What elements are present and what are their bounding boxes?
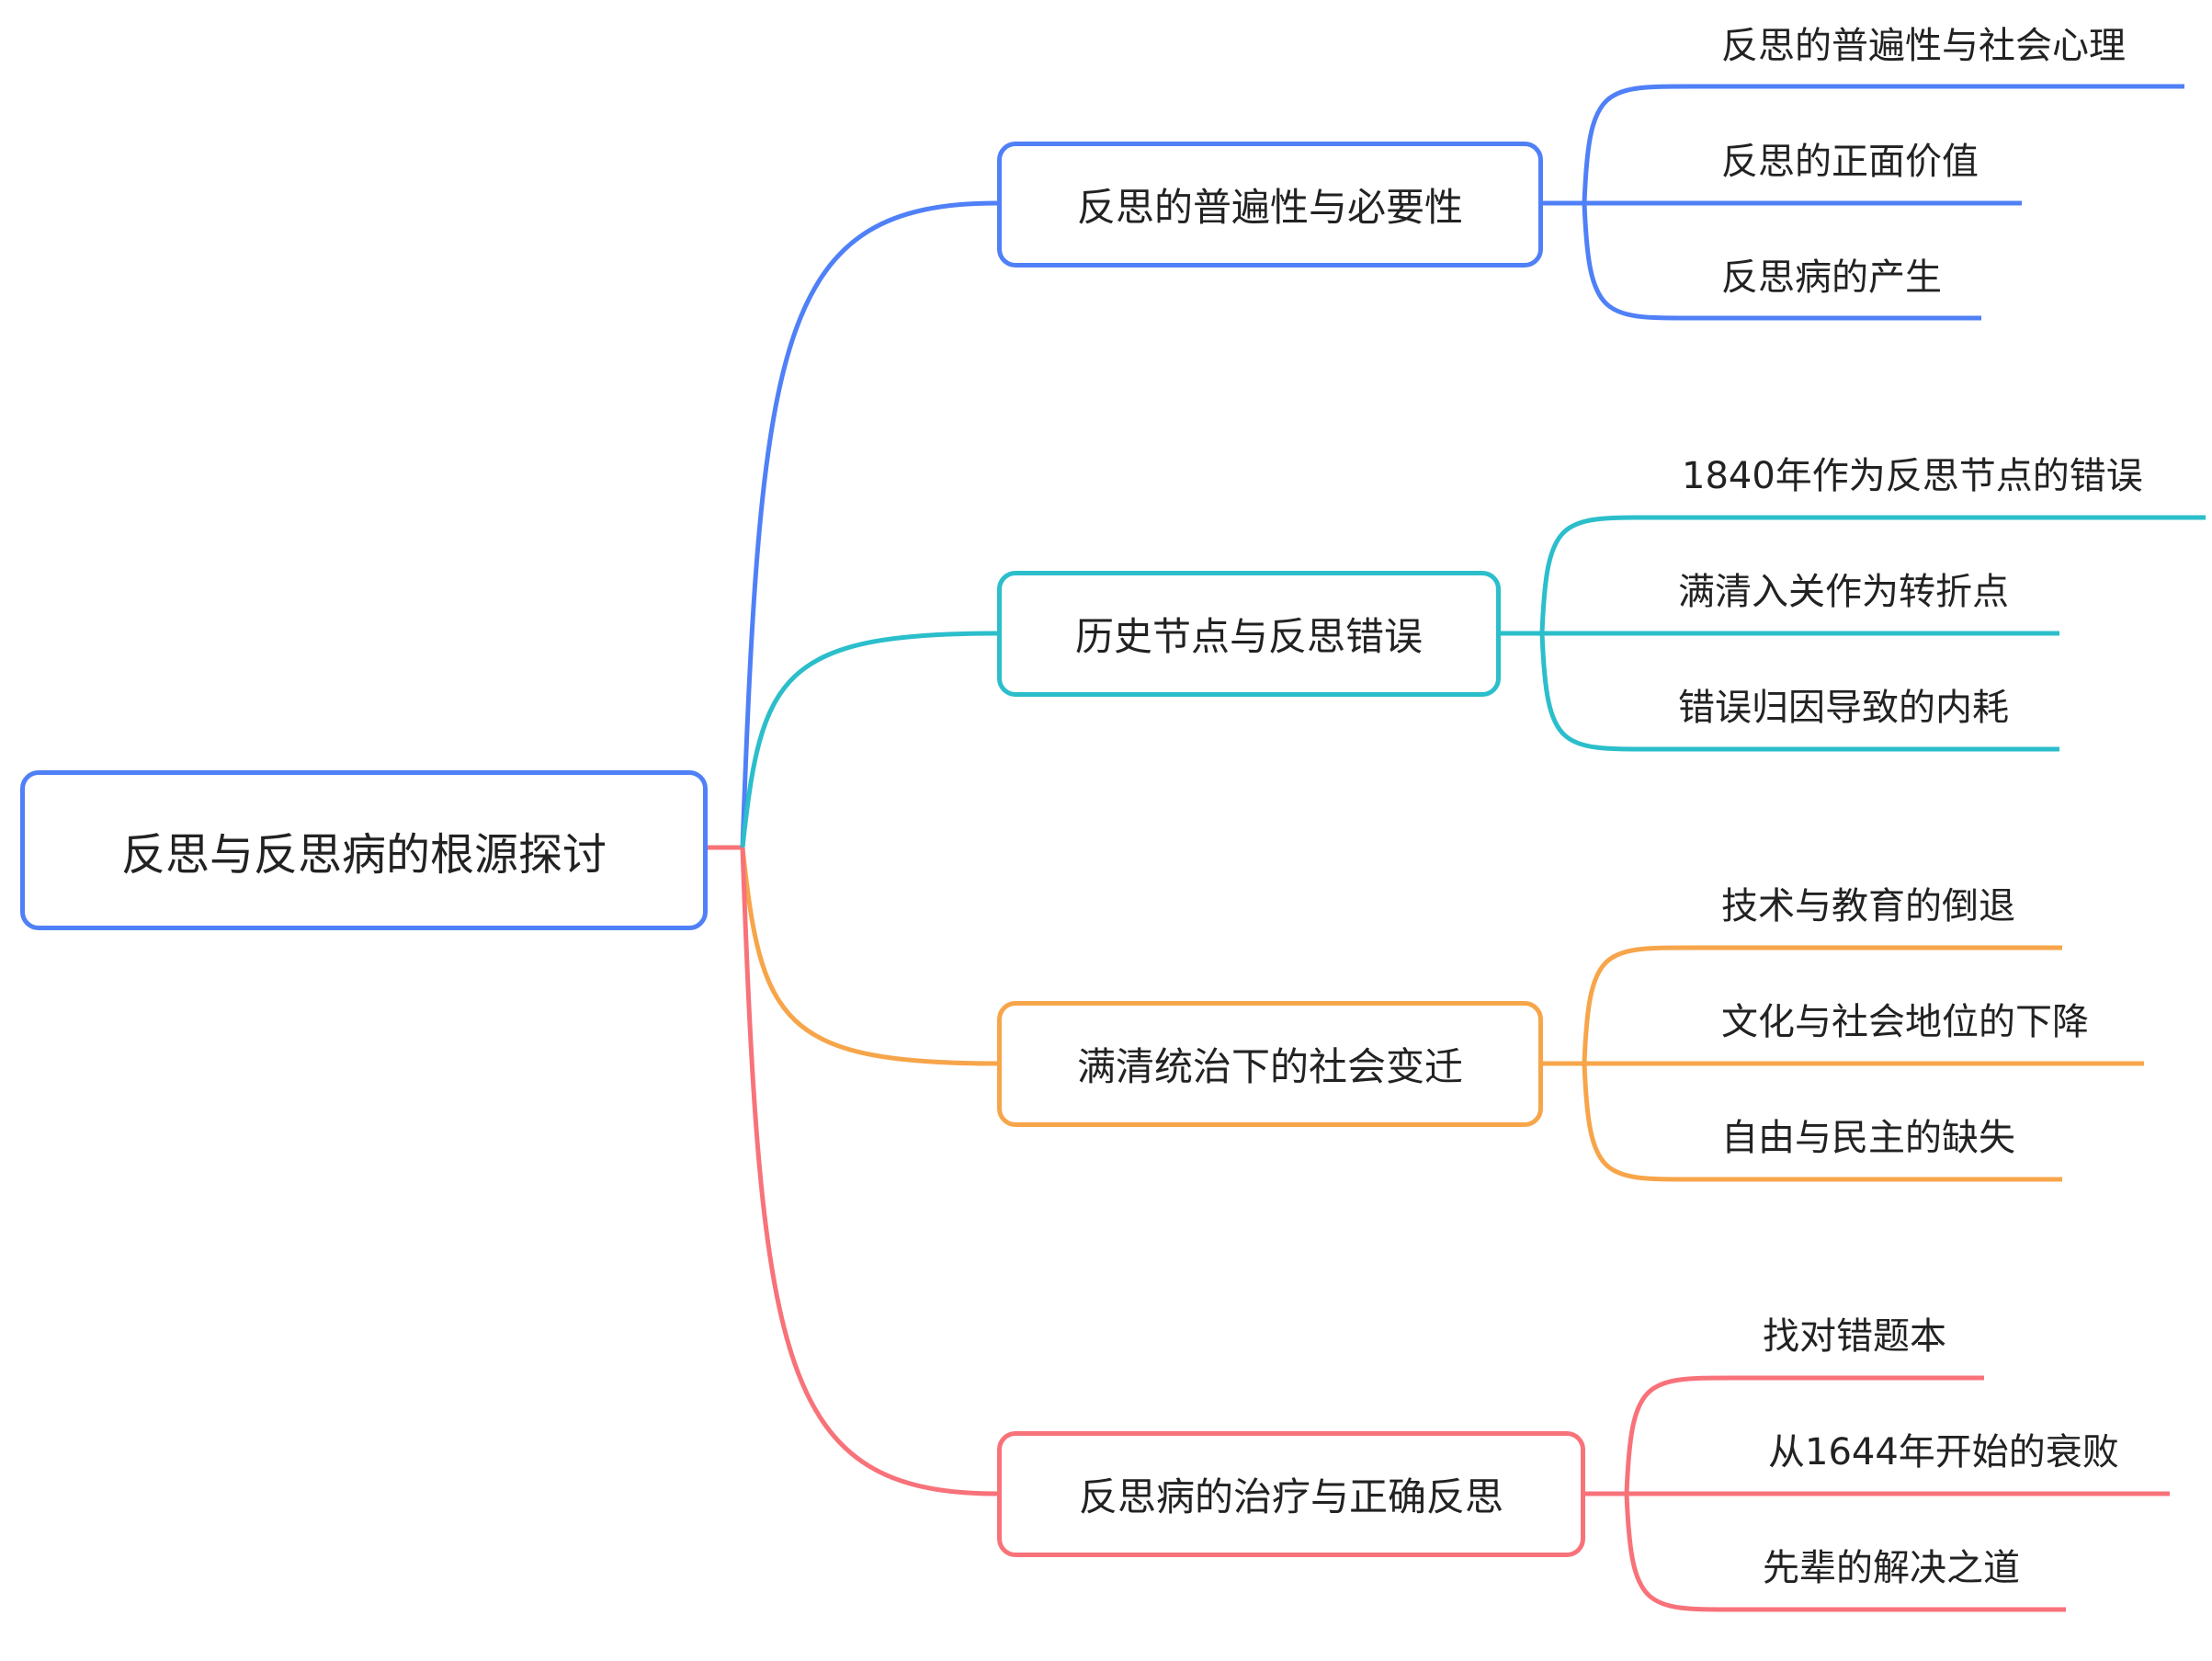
- leaf-node[interactable]: 从1644年开始的衰败: [1768, 1431, 2119, 1473]
- branch-node-label: 反思的普遍性与必要性: [1076, 185, 1463, 230]
- branch-node-universality[interactable]: 反思的普遍性与必要性: [997, 142, 1543, 267]
- leaf-node[interactable]: 反思的正面价值: [1721, 141, 1979, 183]
- leaf-connector: [1582, 84, 2184, 204]
- root-node-label: 反思与反思病的根源探讨: [120, 829, 607, 881]
- branch-node-label: 历史节点与反思错误: [1074, 614, 1423, 659]
- leaf-connector: [1539, 515, 2206, 634]
- leaf-node[interactable]: 找对错题本: [1763, 1315, 1946, 1358]
- branch-connector: [740, 631, 998, 848]
- leaf-node[interactable]: 反思病的产生: [1721, 256, 1942, 299]
- branch-connector: [740, 847, 998, 1496]
- branch-node-qing-society[interactable]: 满清统治下的社会变迁: [997, 1001, 1543, 1127]
- leaf-node[interactable]: 自由与民主的缺失: [1721, 1117, 2015, 1159]
- leaf-node[interactable]: 文化与社会地位的下降: [1721, 1001, 2089, 1043]
- branch-node-label: 满清统治下的社会变迁: [1076, 1044, 1463, 1089]
- leaf-node[interactable]: 满清入关作为转折点: [1678, 571, 2009, 613]
- leaf-node[interactable]: 先辈的解决之道: [1763, 1547, 2020, 1589]
- root-node[interactable]: 反思与反思病的根源探讨: [20, 770, 708, 930]
- leaf-connector: [1624, 1493, 2066, 1612]
- leaf-connector: [1582, 945, 2062, 1064]
- branch-node-label: 反思病的治疗与正确反思: [1078, 1474, 1503, 1519]
- leaf-connector: [1624, 1375, 1984, 1495]
- leaf-node[interactable]: 技术与教育的倒退: [1721, 885, 2015, 927]
- branch-connector: [740, 847, 998, 1066]
- leaf-node[interactable]: 1840年作为反思节点的错误: [1682, 455, 2143, 497]
- branch-connector: [740, 200, 998, 848]
- branch-node-historical-errors[interactable]: 历史节点与反思错误: [997, 571, 1501, 697]
- leaf-connector: [1582, 202, 1981, 321]
- leaf-connector: [1539, 632, 2059, 752]
- leaf-node[interactable]: 反思的普遍性与社会心理: [1721, 25, 2126, 67]
- leaf-node[interactable]: 错误归因导致的内耗: [1678, 687, 2009, 729]
- branch-node-treatment[interactable]: 反思病的治疗与正确反思: [997, 1431, 1585, 1557]
- leaf-connector: [1582, 1063, 2062, 1182]
